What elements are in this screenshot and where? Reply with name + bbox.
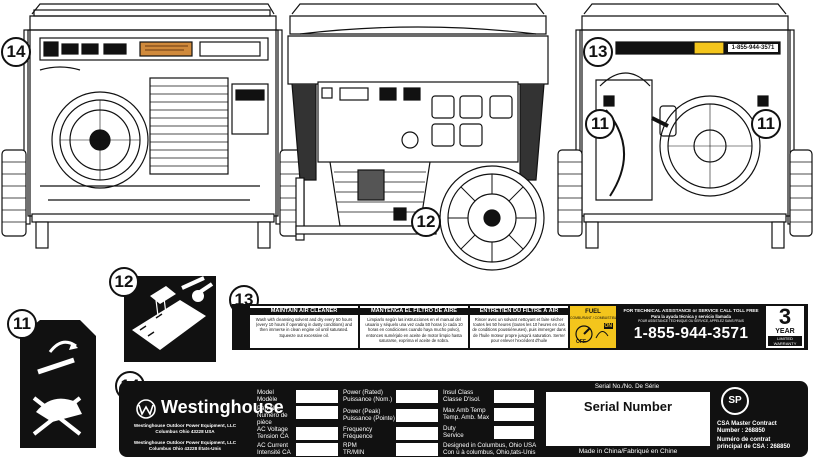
field-power-rated: Power (Rated) [343, 389, 383, 396]
tech-line2: Para la ayuda técnica y servicio llamada [651, 314, 731, 319]
csa-line1: CSA Master Contract [717, 421, 777, 427]
serial-number-box [545, 391, 711, 447]
value-box-duty [493, 425, 535, 440]
callout-number-13-top: 13 [588, 42, 608, 61]
csa-mark-text: SP [728, 395, 742, 406]
label13-title-es: MANTENGA EL FILTRO DE AIRE [360, 308, 468, 315]
fuel-title: FUEL [585, 309, 601, 315]
right-generator-view [557, 3, 813, 249]
value-box-insul [493, 389, 535, 404]
warranty-line1: YEAR [775, 328, 795, 335]
field-ac-current: AC Current [257, 442, 288, 449]
serial-number-text: Serial Number [583, 399, 673, 414]
field-intensite: Intensité CA [257, 449, 291, 456]
callout-number-11-left: 11 [591, 114, 609, 133]
value-box-frequency [395, 426, 439, 441]
field-designed1: Designed in Columbus, Ohio USA [443, 442, 537, 449]
value-box-current [295, 442, 339, 457]
value-box-voltage [295, 426, 339, 441]
label13-title-fr: ENTRETIEN DU FILTRE À AIR [470, 308, 568, 315]
fuel-valve-icon [575, 325, 609, 343]
field-tension: Tension CA [257, 433, 289, 440]
fuel-on-text: ON [603, 323, 613, 329]
left-generator-view [1, 3, 305, 249]
field-power-peak: Power (Peak) [343, 408, 381, 415]
fuel-subtitle: COMBURANT / COMBUSTIBLE [570, 316, 619, 320]
company-line2: Westinghouse Outdoor Power Equipment, LL… [133, 440, 237, 445]
field-service: Service [443, 432, 464, 439]
value-box-maxamb [493, 407, 535, 422]
csa-certification-icon: SP [721, 387, 749, 415]
field-frequence: Fréquence [343, 433, 373, 440]
field-modele: Modèle [257, 396, 278, 403]
value-box-part [295, 405, 339, 420]
value-box-power-rated [395, 389, 439, 404]
callout-number-11-right: 11 [757, 114, 775, 133]
made-in-text: Made in China/Fabriqué en Chine [578, 448, 678, 455]
value-box-rpm [395, 442, 439, 457]
csa-line4: principal de CSA : 268850 [717, 444, 791, 450]
brand-name: Westinghouse [161, 397, 284, 417]
rating-plate-label: Westinghouse Westinghouse Outdoor Power … [119, 381, 808, 457]
field-rpm: RPM [343, 442, 357, 449]
company-city2: Columbus Ohio 43228 États-Unis [148, 446, 222, 451]
callout-number-11-icon: 11 [13, 314, 31, 333]
tech-line3: POUR ASSISTANCE TECHNIQUE OU SERVICE, AP… [638, 319, 744, 323]
field-frequency: Frequency [343, 426, 373, 433]
field-insul: Insul Class [443, 389, 474, 396]
fuel-off-text: OFF [576, 339, 586, 345]
label13-body-en: Wash with cleansing solvent and dry ever… [255, 317, 353, 338]
field-puissance-pointe: Puissance (Pointe) [343, 415, 395, 422]
field-temp: Temp. Amb. Max [443, 414, 490, 421]
center-generator-view [287, 3, 549, 271]
label13-tech-panel: FOR TECHNICAL ASSISTANCE or SERVICE CALL… [618, 306, 764, 348]
callout-number-14-top: 14 [6, 42, 26, 61]
field-model: Model [257, 389, 274, 396]
field-puissance-nom: Puissance (Nom.) [343, 396, 393, 403]
hot-surface-warning-icon [20, 320, 96, 448]
value-box-model [295, 389, 339, 404]
tech-line1: FOR TECHNICAL ASSISTANCE or SERVICE CALL… [623, 308, 759, 313]
warranty-number: 3 [778, 304, 792, 329]
field-duty: Duty [443, 425, 456, 432]
company-line1: Westinghouse Outdoor Power Equipment, LL… [133, 423, 237, 428]
csa-line3: Numéro de contrat [717, 437, 771, 443]
field-classe: Classe D'Isol. [443, 396, 481, 403]
csa-line2: Number : 268850 [717, 428, 766, 434]
field-trmin: TR/MIN [343, 449, 365, 456]
label13-col-english: MAINTAIN AIR CLEANER Wash with cleansing… [250, 306, 358, 348]
label13-warranty-badge: 3 YEAR LIMITED WARRANTY [766, 304, 804, 348]
serial-header: Serial No./No. De Série [594, 383, 660, 390]
air-cleaner-label: MAINTAIN AIR CLEANER Wash with cleansing… [232, 304, 808, 350]
label13-title-en: MAINTAIN AIR CLEANER [250, 308, 358, 315]
field-designed2: Con ù à columbus, Ohio,tats-Unis [443, 449, 536, 456]
label13-body-es: Limpiarlo según las instrucciones en el … [365, 317, 463, 343]
field-ac-voltage: AC Voltage [257, 426, 288, 433]
callout-number-12-mid: 12 [416, 212, 436, 231]
westinghouse-logo-icon [136, 399, 156, 419]
air-filter-maintenance-icon [124, 276, 216, 362]
callout-number-12-icon: 12 [114, 272, 134, 291]
value-box-power-peak [395, 408, 439, 423]
label13-body-fr: Rincer avec un solvant nettoyant et fair… [472, 317, 566, 343]
warranty-line3: WARRANTY [768, 341, 802, 346]
company-city1: Columbus Ohio 43228 USA [155, 429, 215, 434]
label13-fuel-panel: FUEL COMBURANT / COMBUSTIBLE ON OFF [570, 306, 619, 348]
field-part: Part N0. [257, 405, 280, 412]
top-sticker-phone: 1-855-944-3571 [731, 45, 775, 51]
label13-col-spanish: MANTENGA EL FILTRO DE AIRE Limpiarlo seg… [360, 306, 468, 348]
tech-phone-number: 1-855-944-3571 [633, 325, 749, 342]
field-maxamb: Max Amb Temp [443, 407, 486, 414]
field-part-fr: Numéro de pièce [257, 412, 288, 426]
warranty-line2: LIMITED [768, 336, 802, 341]
label13-col-french: ENTRETIEN DU FILTRE À AIR Rincer avec un… [470, 306, 568, 348]
